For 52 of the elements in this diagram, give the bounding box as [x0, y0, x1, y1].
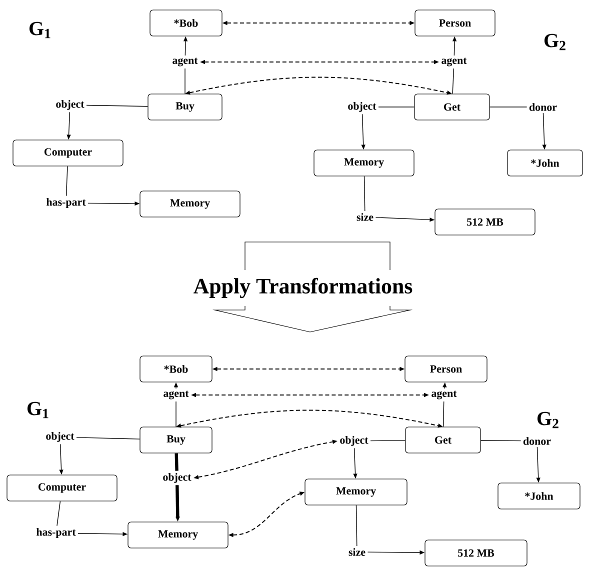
connector-line	[76, 437, 140, 440]
connector-line	[442, 401, 444, 428]
relation-label: agent	[172, 58, 198, 66]
connector-line	[370, 440, 406, 442]
connector-line	[480, 440, 522, 442]
connector-line	[489, 106, 528, 108]
heading: Apply Transformations	[194, 278, 412, 298]
connector-line	[86, 104, 148, 107]
graph-label: G$_{2}$	[544, 34, 566, 50]
concept-box: Memory	[314, 150, 414, 176]
concept-box: Person	[404, 356, 488, 382]
relation-label: object	[56, 100, 84, 110]
concept-box: 512 MB	[424, 540, 528, 566]
relation-label: object	[348, 102, 376, 112]
relation-label: size	[348, 548, 366, 556]
concept-box: Computer	[6, 474, 118, 502]
connector-line	[184, 68, 186, 94]
relation-label: object	[163, 473, 192, 483]
relation-label: object	[340, 436, 368, 446]
concept-box: *Bob	[140, 356, 212, 382]
concept-box: Memory	[304, 478, 408, 506]
relation-label: donor	[523, 437, 551, 445]
relation-label: agent	[432, 390, 457, 400]
relation-label: object	[46, 432, 74, 442]
relation-label: size	[356, 213, 374, 221]
concept-box: Buy	[140, 426, 212, 454]
concept-box: Computer	[12, 140, 124, 166]
relation-label: agent	[164, 390, 189, 400]
graph-label: G$_{2}$	[537, 412, 558, 428]
connector-line	[364, 176, 366, 212]
concept-box: Get	[405, 426, 481, 454]
concept-box: Buy	[148, 94, 222, 120]
relation-label: donor	[529, 103, 557, 111]
relation-label: has-part	[36, 528, 76, 538]
connector-line	[174, 453, 178, 471]
graph-label: G$_{1}$	[30, 22, 50, 38]
concept-box: 512 MB	[434, 208, 536, 236]
concept-box: Get	[414, 94, 490, 120]
concept-box: Memory	[140, 190, 240, 218]
concept-box: Memory	[128, 522, 228, 548]
concept-box: *Bob	[150, 10, 222, 36]
connector-line	[56, 500, 61, 526]
relation-label: agent	[442, 58, 467, 66]
connector-line	[378, 106, 415, 108]
relation-label: has-part	[46, 198, 86, 208]
graph-label: G$_{1}$	[28, 402, 48, 418]
connector-line	[452, 68, 454, 94]
concept-box: *John	[498, 482, 580, 510]
concept-box: Person	[414, 10, 496, 36]
concept-box: *John	[507, 150, 583, 176]
connector-line	[66, 166, 68, 196]
connector-line	[356, 504, 358, 546]
